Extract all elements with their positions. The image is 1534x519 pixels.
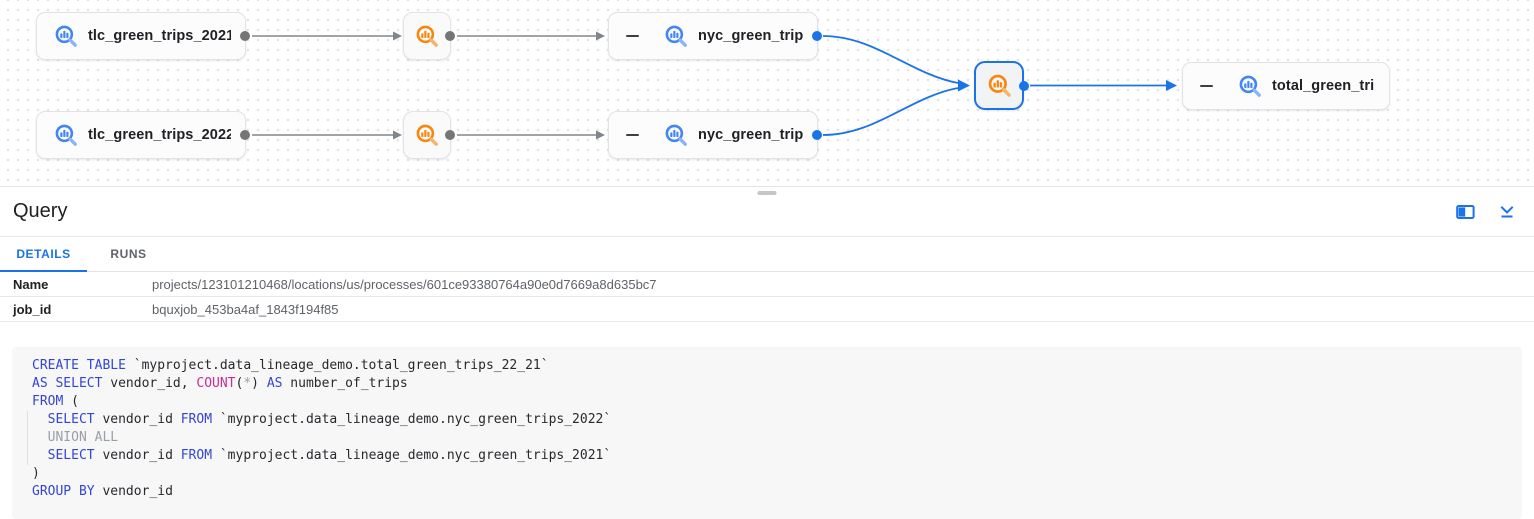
bigquery-process-icon xyxy=(414,122,440,148)
node-label: tlc_green_trips_2021 xyxy=(88,28,231,44)
minus-icon xyxy=(625,35,639,37)
output-port xyxy=(1019,80,1029,91)
detail-row-name: Name projects/123101210468/locations/us/… xyxy=(0,272,1534,297)
minus-icon xyxy=(625,134,639,136)
lineage-node-tlc-green-trips-2022[interactable]: tlc_green_trips_2022 xyxy=(36,111,250,159)
code-line: FROM ( xyxy=(32,394,79,409)
code-line: CREATE TABLE `myproject.data_lineage_dem… xyxy=(32,358,549,373)
dock-right-icon xyxy=(1455,204,1475,219)
output-port xyxy=(240,130,250,140)
node-label: nyc_green_trips… xyxy=(698,127,803,143)
bigquery-table-icon xyxy=(53,122,79,148)
bigquery-table-icon xyxy=(53,23,79,49)
lineage-edge-highlighted xyxy=(822,35,970,136)
collapse-panel-button[interactable] xyxy=(1496,201,1518,223)
collapse-node-button[interactable] xyxy=(625,28,639,44)
lineage-process-node-selected[interactable] xyxy=(974,61,1029,110)
code-line: UNION ALL xyxy=(47,430,119,445)
code-line: GROUP BY vendor_id xyxy=(32,484,173,499)
lineage-edge xyxy=(252,130,402,140)
open-side-panel-button[interactable] xyxy=(1454,201,1476,223)
panel-header: Query xyxy=(0,187,1534,237)
bigquery-table-icon xyxy=(663,23,689,49)
collapse-node-button[interactable] xyxy=(625,127,639,143)
code-line: SELECT vendor_id FROM `myproject.data_li… xyxy=(47,448,612,463)
bigquery-process-icon xyxy=(414,23,440,49)
node-label: tlc_green_trips_2022 xyxy=(88,127,231,143)
collapse-down-icon xyxy=(1500,205,1514,217)
panel-title: Query xyxy=(13,200,68,222)
code-line: ) xyxy=(32,466,40,481)
detail-row-job-id: job_id bquxjob_453ba4af_1843f194f85 xyxy=(0,297,1534,322)
bigquery-process-icon xyxy=(986,72,1013,99)
output-port xyxy=(240,31,250,41)
output-port xyxy=(812,31,822,41)
panel-resize-handle[interactable] xyxy=(757,191,777,195)
lineage-canvas[interactable]: tlc_green_trips_2021 tlc_green_trips_202… xyxy=(0,0,1534,186)
output-port xyxy=(445,31,455,41)
query-panel: Query DETAILS RUNS Name projects/1231012… xyxy=(0,186,1534,519)
lineage-edges xyxy=(252,31,1177,140)
code-line: AS SELECT vendor_id, COUNT(*) AS number_… xyxy=(32,376,408,391)
tab-bar: DETAILS RUNS xyxy=(0,237,1534,272)
tab-details[interactable]: DETAILS xyxy=(0,237,87,272)
code-line: SELECT vendor_id FROM `myproject.data_li… xyxy=(47,412,612,427)
lineage-node-nyc-green-trips-top[interactable]: nyc_green_trips… xyxy=(608,12,822,60)
field-value: bquxjob_453ba4af_1843f194f85 xyxy=(152,301,339,317)
collapse-node-button[interactable] xyxy=(1199,78,1213,94)
field-label: job_id xyxy=(13,301,52,317)
node-label: total_green_trip… xyxy=(1272,78,1375,94)
sql-section: CREATE TABLE `myproject.data_lineage_dem… xyxy=(12,347,1522,519)
lineage-edge xyxy=(457,130,605,140)
lineage-node-total-green-trips[interactable]: total_green_trip… xyxy=(1182,62,1390,110)
bigquery-table-icon xyxy=(1237,73,1263,99)
lineage-node-tlc-green-trips-2021[interactable]: tlc_green_trips_2021 xyxy=(36,12,250,60)
lineage-node-nyc-green-trips-bottom[interactable]: nyc_green_trips… xyxy=(608,111,822,159)
field-label: Name xyxy=(13,276,49,292)
lineage-edge-highlighted xyxy=(1030,80,1177,91)
lineage-process-node-2[interactable] xyxy=(403,111,455,159)
bigquery-table-icon xyxy=(663,122,689,148)
node-label: nyc_green_trips… xyxy=(698,28,803,44)
indent-guide xyxy=(27,411,28,465)
tab-runs[interactable]: RUNS xyxy=(87,237,170,271)
minus-icon xyxy=(1199,85,1213,87)
lineage-edge xyxy=(252,31,402,41)
output-port xyxy=(445,130,455,140)
lineage-process-node-1[interactable] xyxy=(403,12,455,60)
output-port xyxy=(812,130,822,140)
lineage-edge xyxy=(457,31,605,41)
sql-code: CREATE TABLE `myproject.data_lineage_dem… xyxy=(12,347,1522,519)
field-value: projects/123101210468/locations/us/proce… xyxy=(152,276,657,292)
